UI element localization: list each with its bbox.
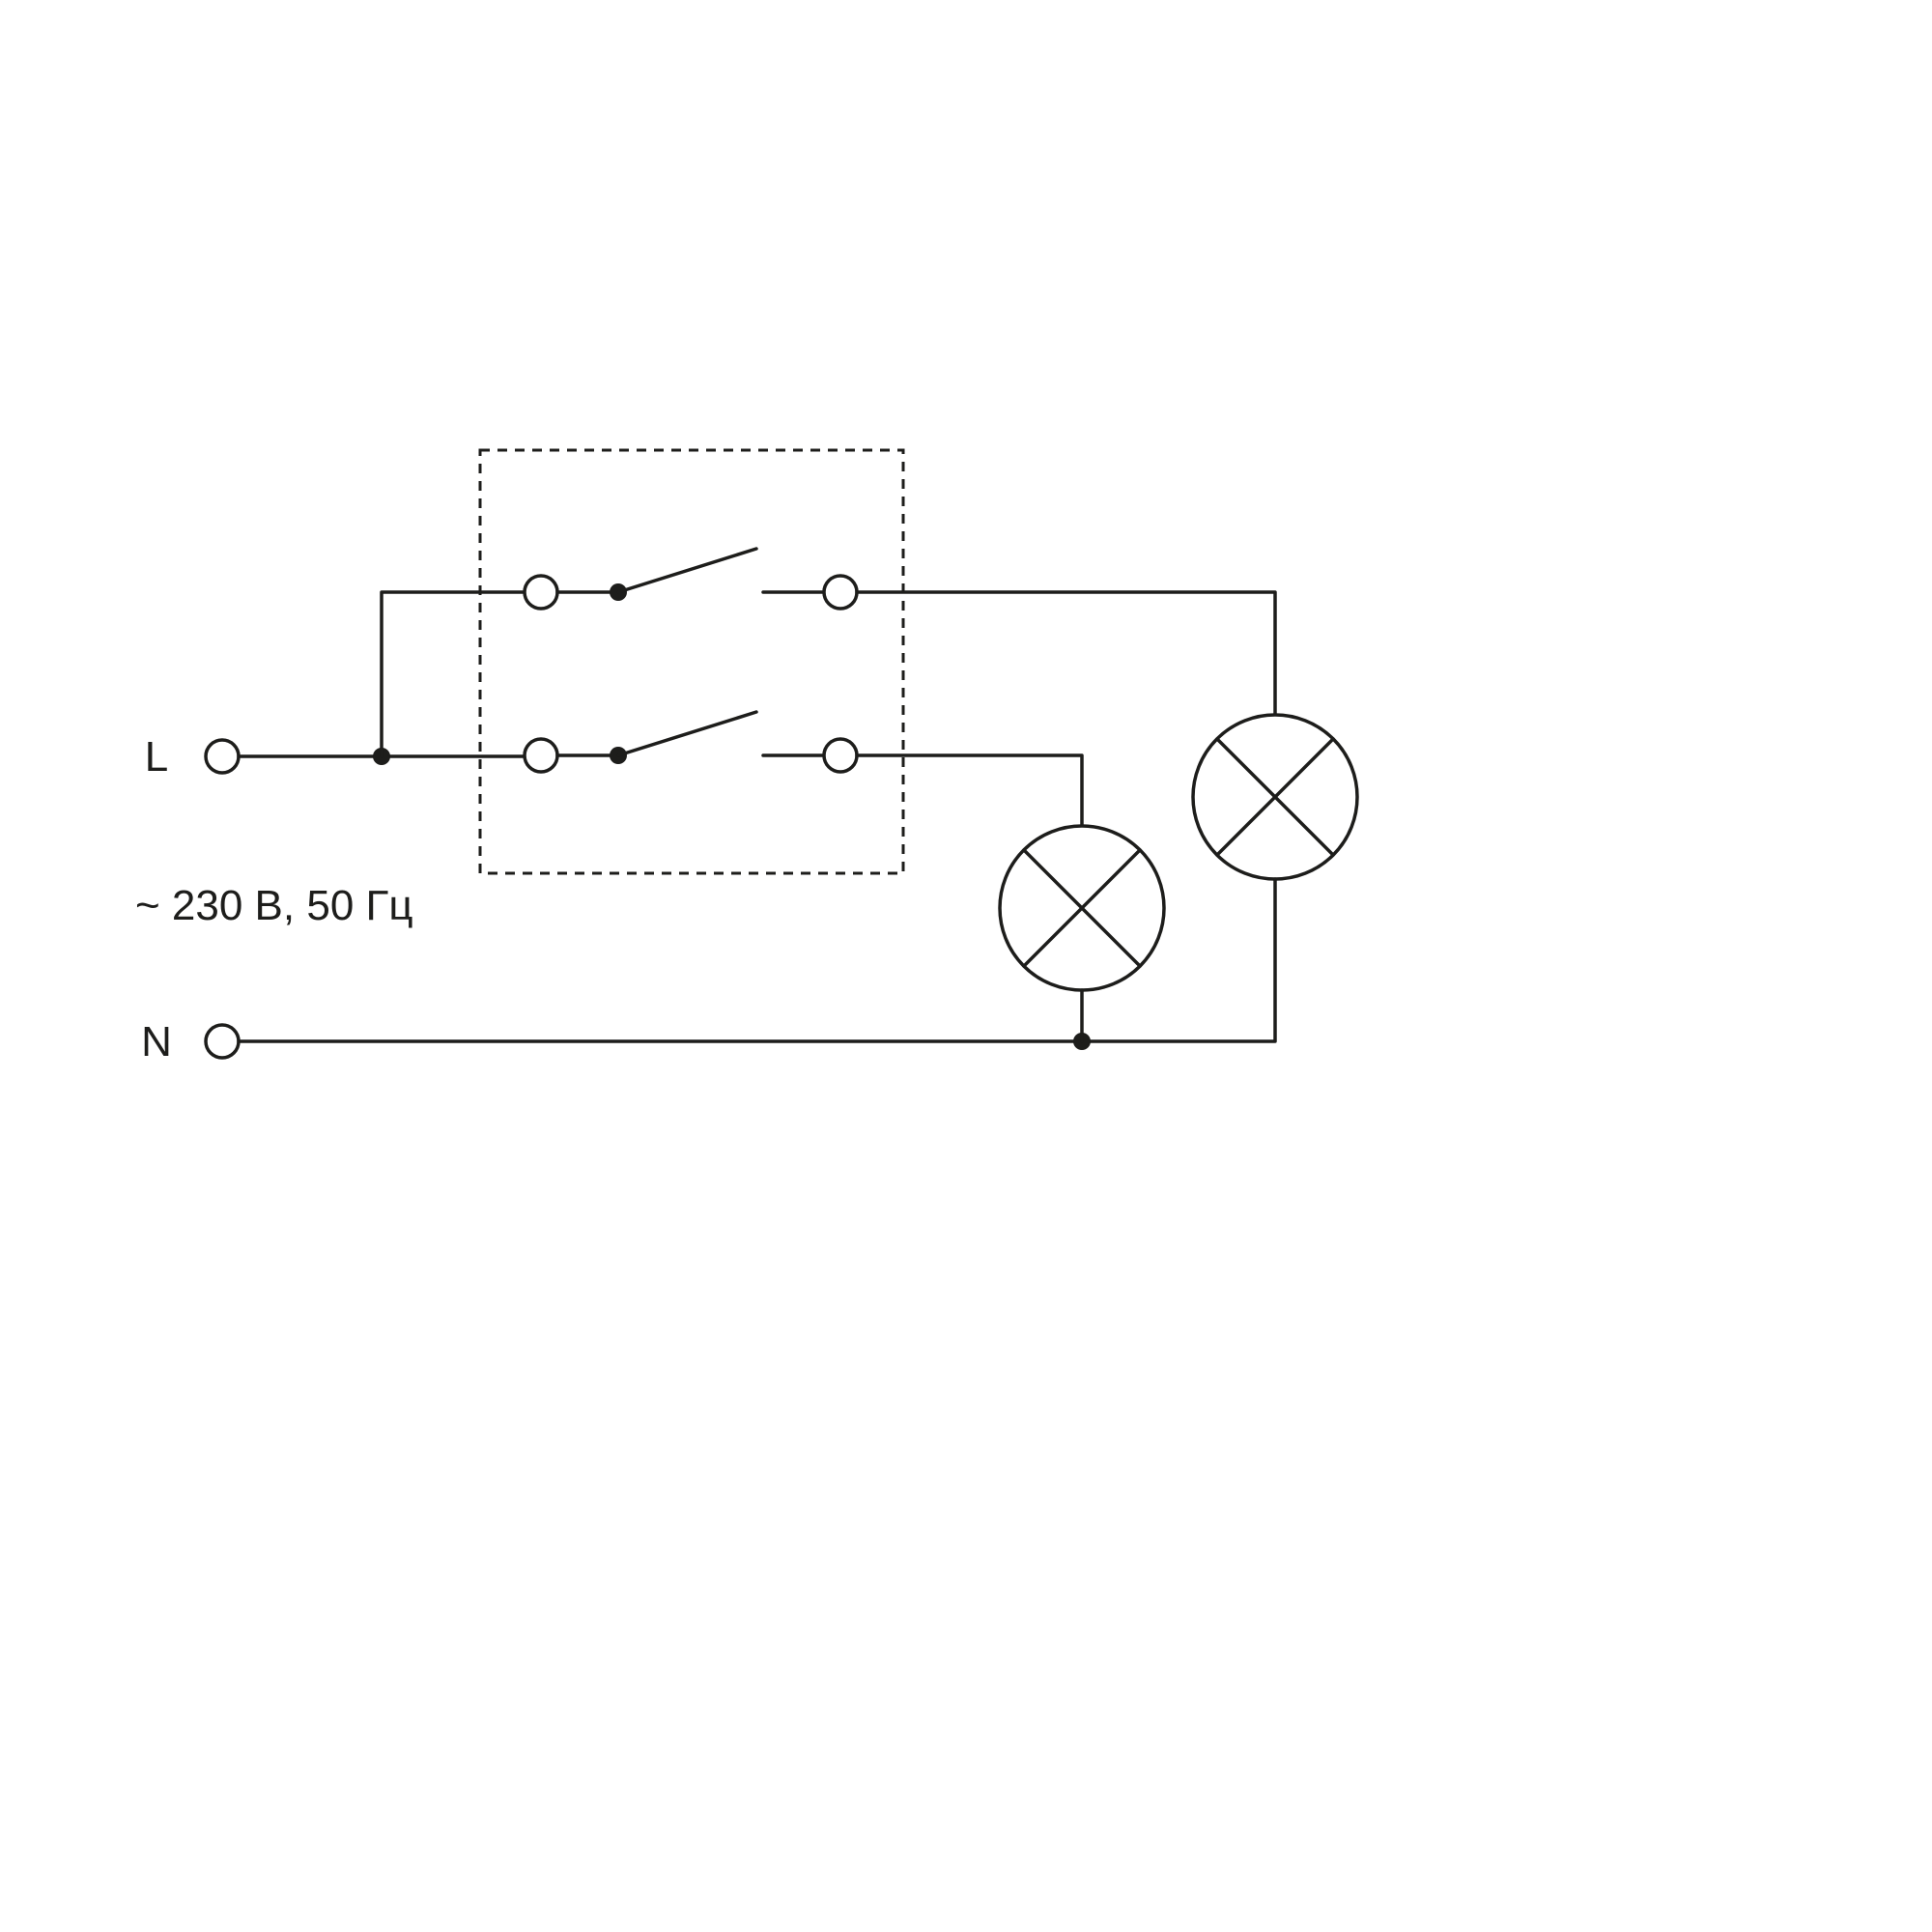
switch2-lever — [616, 710, 758, 757]
line-terminal-circle — [204, 738, 241, 775]
switch1-input-terminal — [523, 574, 559, 611]
lamp1-cross-icon — [1022, 848, 1142, 968]
lamp-2 — [1191, 713, 1359, 881]
neutral-terminal-circle — [204, 1023, 241, 1060]
neutral-terminal-label: N — [141, 1018, 172, 1065]
switch-enclosure-dashed-box — [478, 448, 905, 875]
line-supply: L — [145, 590, 526, 781]
line-terminal-label: L — [145, 733, 168, 781]
switch2-input-terminal — [523, 737, 559, 774]
lamp-1 — [998, 824, 1166, 992]
line-branch-to-switch1 — [380, 590, 526, 758]
neutral-return: N — [141, 877, 1277, 1065]
neutral-wire — [237, 877, 1277, 1043]
lamp2-cross-icon — [1215, 737, 1335, 857]
wire-switch2-to-lamp1 — [855, 753, 1084, 828]
switch1-lever — [616, 547, 758, 594]
switch1-output-terminal — [822, 574, 859, 611]
switch-2 — [523, 710, 859, 774]
switch-1 — [523, 547, 859, 611]
wire-switch1-to-lamp2 — [855, 590, 1277, 717]
voltage-rating-label: ~ 230 В, 50 Гц — [135, 882, 413, 929]
switch2-output-terminal — [822, 737, 859, 774]
